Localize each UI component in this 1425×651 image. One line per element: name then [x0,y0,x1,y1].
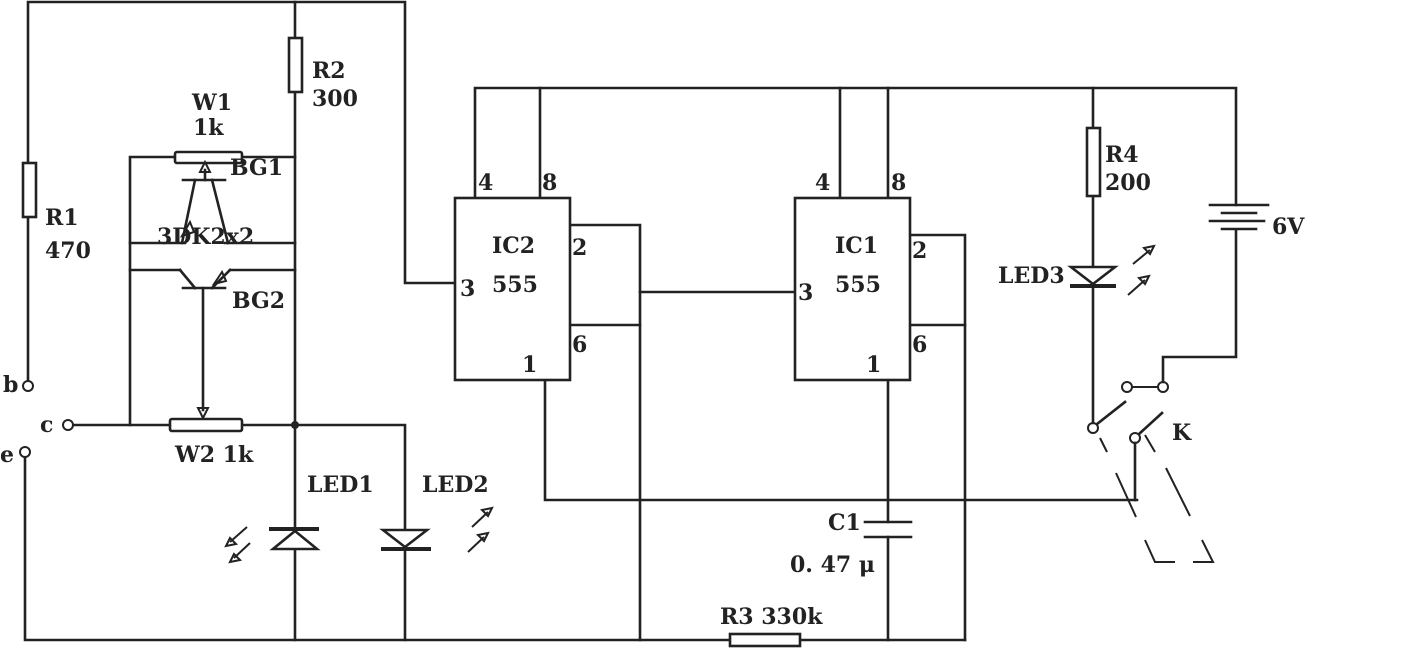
resistor-r2: R2 300 [287,36,358,112]
c1-value: 0. 47 μ [790,552,875,578]
ic2-pin6: 6 [572,332,587,358]
ic1-pin2: 2 [912,238,927,264]
r2-name: R2 [312,58,346,84]
terminal-c[interactable]: c [40,412,74,438]
battery-6v: 6V [1208,203,1305,240]
r2-value: 300 [312,86,358,112]
battery-label: 6V [1272,214,1305,240]
led3: LED3 [998,244,1156,296]
light-arrows-icon [1127,244,1156,296]
r1-name: R1 [45,205,79,231]
ic1-type: 555 [835,272,881,298]
ic1-pin3: 3 [798,280,813,306]
terminal-e-label: e [0,442,14,468]
c1-name: C1 [828,510,861,536]
ic1-pin6: 6 [912,332,927,358]
potentiometer-w1: W1 1k [173,90,244,182]
junction-dot [291,421,299,429]
led1: LED1 [224,472,374,564]
terminal-c-label: c [40,412,53,438]
ic2-pin8: 8 [542,170,557,196]
terminal-b[interactable]: b [3,372,34,398]
switch-k[interactable]: K [1087,381,1215,563]
ic2-pin2: 2 [572,235,587,261]
ic1-name: IC1 [835,233,878,259]
switch-linkage [1099,434,1215,563]
led2: LED2 [379,472,494,553]
switch-label: K [1172,420,1192,446]
wires-middle [473,86,1238,642]
w1-name: W1 [191,90,232,116]
ic2-pin1: 1 [522,352,537,378]
light-arrows-icon [224,526,251,564]
ic1-555: 4 8 IC1 555 2 3 6 1 [793,170,927,382]
terminal-e[interactable]: e [0,442,31,468]
transistor-bg1: BG1 [179,155,283,245]
ic1-pin8: 8 [891,170,906,196]
transistor-bg2: BG2 [178,268,285,421]
ic1-pin1: 1 [866,352,881,378]
led1-label: LED1 [307,472,374,498]
r4-name: R4 [1105,142,1139,168]
ic1-pin4: 4 [815,170,830,196]
r3-label: R3 330k [720,604,823,630]
ic2-type: 555 [492,272,538,298]
ic2-pin3: 3 [460,276,475,302]
terminal-b-label: b [3,372,18,398]
wires-left [23,0,967,642]
r4-value: 200 [1105,170,1151,196]
resistor-r1: R1 470 [21,161,91,264]
w1-value: 1k [193,115,224,141]
ic2-name: IC2 [492,233,535,259]
ic2-pin4: 4 [478,170,493,196]
led2-label: LED2 [422,472,489,498]
bg2-label: BG2 [232,288,285,314]
led3-label: LED3 [998,263,1065,289]
resistor-r4: R4 200 [1085,126,1151,198]
capacitor-c1: C1 0. 47 μ [790,510,913,578]
w2-label: W2 1k [174,442,254,468]
transistor-type-label: 3DK2x2 [157,224,254,250]
ic2-555: 4 8 IC2 555 2 3 6 1 [453,170,587,382]
resistor-r3: R3 330k [720,604,823,648]
light-arrows-icon [467,506,494,553]
bg1-label: BG1 [230,155,283,181]
potentiometer-w2: W2 1k [168,417,254,468]
r1-value: 470 [45,238,91,264]
